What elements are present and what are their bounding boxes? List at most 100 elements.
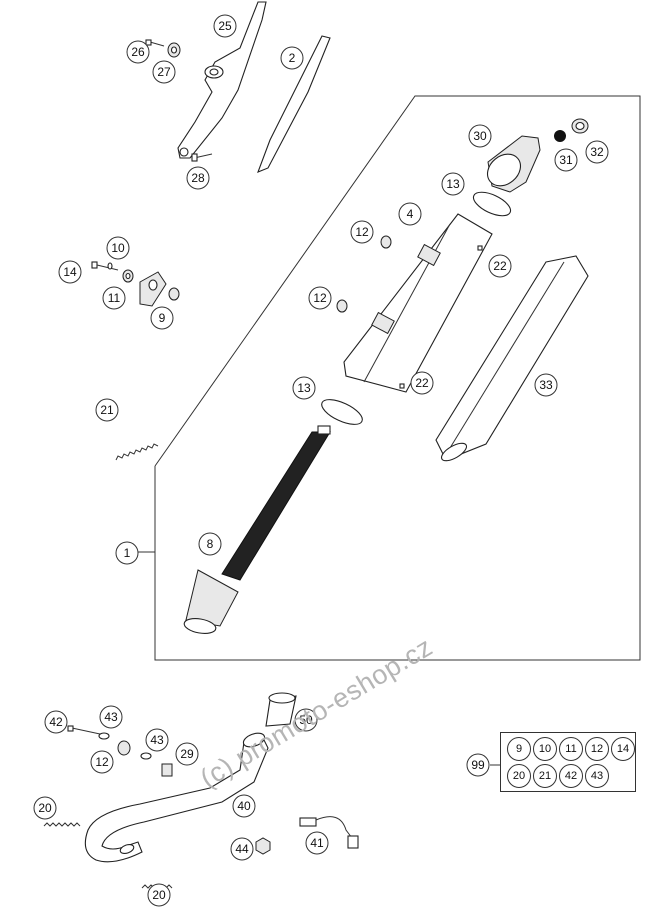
- callout-c12a: 12: [350, 220, 374, 244]
- callout-circle: [466, 753, 490, 777]
- callout-c41: 41: [305, 831, 329, 855]
- kit-item-11: 11: [559, 737, 583, 761]
- callout-label: 22: [493, 259, 507, 273]
- callout-circle: [488, 254, 512, 278]
- callout-circle: [305, 831, 329, 855]
- callout-c43b: 43: [145, 728, 169, 752]
- callout-circle: [585, 140, 609, 164]
- callout-label: 44: [235, 842, 249, 856]
- callout-c50: 50: [294, 708, 318, 732]
- callout-label: 10: [111, 241, 125, 255]
- callout-c27: 27: [152, 60, 176, 84]
- callout-c43a: 43: [99, 705, 123, 729]
- callout-circle: [152, 60, 176, 84]
- sleeve-50-part: [265, 692, 297, 727]
- callout-label: 13: [446, 177, 460, 191]
- bolt-26-part: [145, 39, 165, 47]
- callout-circle: [102, 286, 126, 310]
- callout-label: 30: [473, 129, 487, 143]
- callout-circle: [150, 306, 174, 330]
- heat-shield-gasket-part: [257, 35, 331, 173]
- callout-label: 25: [218, 19, 232, 33]
- callout-c10: 10: [106, 236, 130, 260]
- callout-label: 27: [157, 65, 171, 79]
- callout-label: 1: [124, 546, 131, 560]
- leader-lines: [138, 551, 500, 766]
- callout-label: 28: [191, 171, 205, 185]
- bolt-42-part: [67, 725, 101, 735]
- callout-c29: 29: [175, 742, 199, 766]
- callout-c32: 32: [585, 140, 609, 164]
- silencer-body-part: [343, 213, 493, 393]
- callout-circle: [554, 148, 578, 172]
- callout-c21: 21: [95, 398, 119, 422]
- callout-circle: [213, 14, 237, 38]
- grommet-32-part: [571, 118, 589, 134]
- kit-item-9: 9: [507, 737, 531, 761]
- callout-c30: 30: [468, 124, 492, 148]
- callout-circle: [534, 373, 558, 397]
- kit-item-20: 20: [507, 764, 531, 788]
- callout-circle: [90, 750, 114, 774]
- callout-c9: 9: [150, 306, 174, 330]
- callout-circle: [95, 398, 119, 422]
- callout-circle: [58, 260, 82, 284]
- callout-c1: 1: [115, 541, 139, 565]
- callout-circle: [410, 371, 434, 395]
- callout-circle: [99, 705, 123, 729]
- callout-label: 12: [95, 755, 109, 769]
- callout-c20b: 20: [147, 883, 171, 907]
- callout-c8: 8: [198, 532, 222, 556]
- callout-label: 26: [131, 45, 145, 59]
- callout-c4: 4: [398, 202, 422, 226]
- screw-22-upper-part: [477, 245, 483, 251]
- clip-29-part: [161, 763, 173, 777]
- callout-circle: [198, 532, 222, 556]
- callout-circle: [106, 236, 130, 260]
- callout-label: 12: [313, 291, 327, 305]
- callout-label: 42: [49, 715, 63, 729]
- rubber-11-part: [122, 269, 134, 283]
- gasket-13-upper-part: [472, 191, 512, 217]
- silencer-bracket-part: [177, 1, 267, 159]
- silencer-assembly-outline: [154, 95, 641, 661]
- callout-circle: [280, 46, 304, 70]
- callout-label: 2: [289, 51, 296, 65]
- callout-label: 13: [297, 381, 311, 395]
- callout-circle: [230, 837, 254, 861]
- callout-c42: 42: [44, 710, 68, 734]
- callout-c22b: 22: [410, 371, 434, 395]
- callout-c26: 26: [126, 40, 150, 64]
- bracket-9-part: [139, 271, 167, 307]
- callout-c2: 2: [280, 46, 304, 70]
- callout-label: 33: [539, 378, 553, 392]
- lambda-sensor-41-part: [299, 816, 359, 849]
- washer-43-upper-part: [98, 732, 110, 740]
- screw-28-part: [191, 153, 213, 162]
- callout-circle: [186, 166, 210, 190]
- callout-c40: 40: [232, 794, 256, 818]
- kit-item-43: 43: [585, 764, 609, 788]
- callout-label: 41: [310, 836, 324, 850]
- kit-item-10: 10: [533, 737, 557, 761]
- callout-circle: [232, 794, 256, 818]
- callout-label: 32: [590, 145, 604, 159]
- washer-43-lower-part: [140, 752, 152, 760]
- callout-c13b: 13: [292, 376, 316, 400]
- kit-item-42: 42: [559, 764, 583, 788]
- callout-circle: [441, 172, 465, 196]
- callout-circle: [308, 286, 332, 310]
- kit-item-12: 12: [585, 737, 609, 761]
- perforated-inner-tube-part: [183, 425, 331, 634]
- callout-c20a: 20: [33, 796, 57, 820]
- rubber-12-small-part: [168, 287, 180, 301]
- callout-label: 9: [159, 311, 166, 325]
- callout-label: 11: [108, 291, 121, 305]
- callout-circle: [126, 40, 150, 64]
- callout-label: 20: [38, 801, 52, 815]
- rubber-12-lower-part: [336, 299, 348, 313]
- callout-circle: [350, 220, 374, 244]
- callout-c28: 28: [186, 166, 210, 190]
